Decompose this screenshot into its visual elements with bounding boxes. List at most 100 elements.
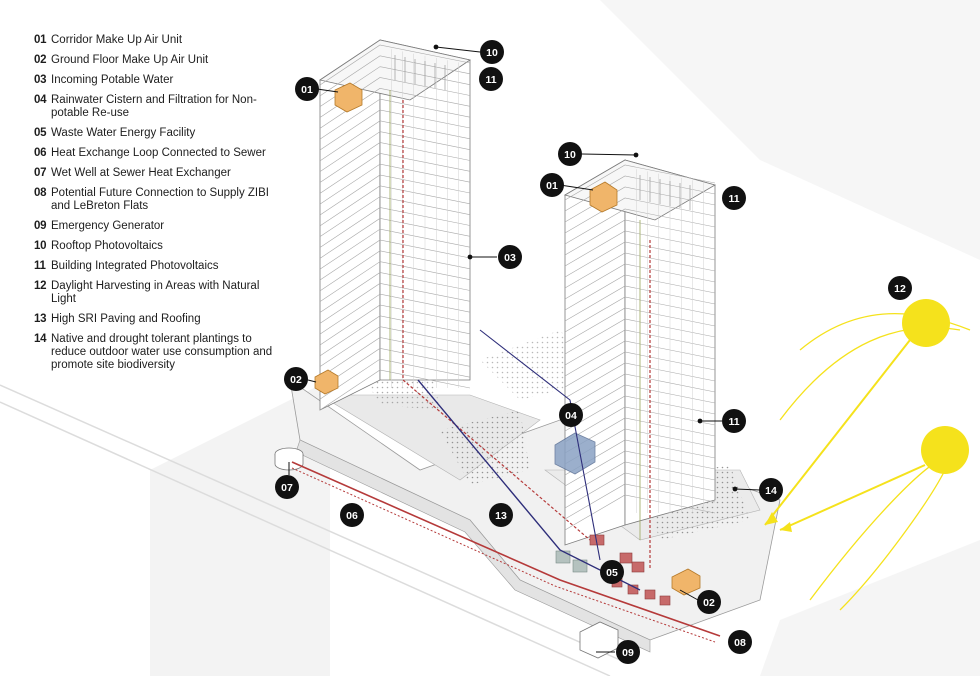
rooftop-photovoltaics-callout: 10 <box>558 142 582 166</box>
legend-number: 11 <box>34 260 46 272</box>
wet-well-callout: 07 <box>275 475 299 499</box>
callout-number: 08 <box>734 637 746 649</box>
callout-badge-circle <box>540 173 564 197</box>
legend-number: 08 <box>34 187 47 199</box>
legend-item: 08 Potential Future Connection to Supply … <box>34 187 274 213</box>
legend-item: 02 Ground Floor Make Up Air Unit <box>34 54 274 67</box>
legend-number: 02 <box>34 54 47 66</box>
callout-number: 11 <box>485 74 496 86</box>
callout-badge-circle <box>284 367 308 391</box>
callout-badge-circle <box>479 67 503 91</box>
emergency-generator <box>579 621 619 659</box>
callout-badge-circle <box>728 630 752 654</box>
legend-item: 07 Wet Well at Sewer Heat Exchanger <box>34 167 274 180</box>
callout-number: 02 <box>290 374 302 386</box>
callout-number: 03 <box>504 252 516 264</box>
bipv-callout: 11 <box>722 186 746 210</box>
legend-number: 14 <box>34 333 47 345</box>
emergency-generator-callout: 09 <box>616 640 640 664</box>
wet-well <box>274 447 304 471</box>
corridor-mau-callout: 01 <box>540 173 564 197</box>
callout-badge-circle <box>559 403 583 427</box>
legend-label: Rooftop Photovoltaics <box>51 240 163 252</box>
leader-lines <box>288 46 761 653</box>
bipv-callout: 11 <box>479 67 503 91</box>
legend-number: 09 <box>34 220 47 232</box>
legend-label: Heat Exchange Loop Connected to Sewer <box>51 147 266 159</box>
callout-number: 04 <box>565 410 577 422</box>
callout-number: 11 <box>728 416 739 428</box>
callout-number: 02 <box>703 597 715 609</box>
callout-number: 10 <box>486 47 498 59</box>
callout-badge-circle <box>498 245 522 269</box>
legend-label: Rainwater Cistern and Filtration for Non… <box>51 94 257 119</box>
callout-number: 06 <box>346 510 358 522</box>
callout-badge-circle <box>295 77 319 101</box>
callout-badge-circle <box>480 40 504 64</box>
system-lines <box>291 90 721 643</box>
callout-badge-circle <box>722 186 746 210</box>
legend-label: Ground Floor Make Up Air Unit <box>51 54 209 66</box>
cistern-callout: 04 <box>559 403 583 427</box>
legend-label: Building Integrated Photovoltaics <box>51 260 219 272</box>
callout-badge-circle <box>722 409 746 433</box>
callout-number: 01 <box>301 84 313 96</box>
plantings-callout: 14 <box>759 478 783 502</box>
sun-diagram <box>764 299 971 611</box>
leader-dots <box>433 44 738 492</box>
callout-number: 11 <box>728 193 739 205</box>
callout-badge-circle <box>489 503 513 527</box>
legend-label: Emergency Generator <box>51 220 165 232</box>
callout-number: 14 <box>765 485 777 497</box>
callout-badge-circle <box>275 475 299 499</box>
legend-number: 03 <box>34 74 47 86</box>
sun-low-icon <box>921 426 969 474</box>
callout-badge-circle <box>616 640 640 664</box>
callout-number: 09 <box>622 647 634 659</box>
high-sri-paving-callout: 13 <box>489 503 513 527</box>
heat-exchange-loop-callout: 06 <box>340 503 364 527</box>
callout-number: 13 <box>495 510 507 522</box>
energy-facility-callout: 05 <box>600 560 624 584</box>
legend-number: 01 <box>34 34 47 46</box>
legend-label: Corridor Make Up Air Unit <box>51 34 183 46</box>
daylight-harvesting-callout: 12 <box>888 276 912 300</box>
callout-badge-circle <box>759 478 783 502</box>
legend-label: Native and drought tolerant plantings to… <box>51 333 273 371</box>
legend-label: Potential Future Connection to Supply ZI… <box>51 187 269 212</box>
legend-label: Wet Well at Sewer Heat Exchanger <box>51 167 231 179</box>
ground-floor-mau-callout: 02 <box>284 367 308 391</box>
bipv-callout: 11 <box>722 409 746 433</box>
legend-number: 05 <box>34 127 47 139</box>
legend-item: 01 Corridor Make Up Air Unit <box>34 34 274 47</box>
corridor-mau-callout: 01 <box>295 77 319 101</box>
callout-badges: 10 11 01 03 10 01 11 12 02 04 11 07 14 06 13 05 02 08 09 <box>275 40 912 664</box>
callout-number: 05 <box>606 567 618 579</box>
callout-badge-circle <box>558 142 582 166</box>
callout-number: 07 <box>281 482 293 494</box>
future-connection-callout: 08 <box>728 630 752 654</box>
callout-number: 01 <box>546 180 558 192</box>
ground-floor-mau-callout: 02 <box>697 590 721 614</box>
mau-units <box>314 82 701 596</box>
callout-number: 12 <box>894 283 906 295</box>
legend-label: Daylight Harvesting in Areas with Natura… <box>51 280 260 305</box>
legend-number: 06 <box>34 147 47 159</box>
legend-number: 13 <box>34 313 47 325</box>
callout-number: 10 <box>564 149 576 161</box>
legend-number: 07 <box>34 167 47 179</box>
legend: 01 Corridor Make Up Air Unit 02 Ground Floo… <box>34 34 274 379</box>
callout-badge-circle <box>888 276 912 300</box>
callout-badge-circle <box>340 503 364 527</box>
potable-water-callout: 03 <box>498 245 522 269</box>
rainwater-cistern <box>554 432 596 475</box>
legend-item: 14 Native and drought tolerant plantings … <box>34 333 274 372</box>
callout-badge-circle <box>600 560 624 584</box>
legend-item: 06 Heat Exchange Loop Connected to Sewer <box>34 147 274 160</box>
